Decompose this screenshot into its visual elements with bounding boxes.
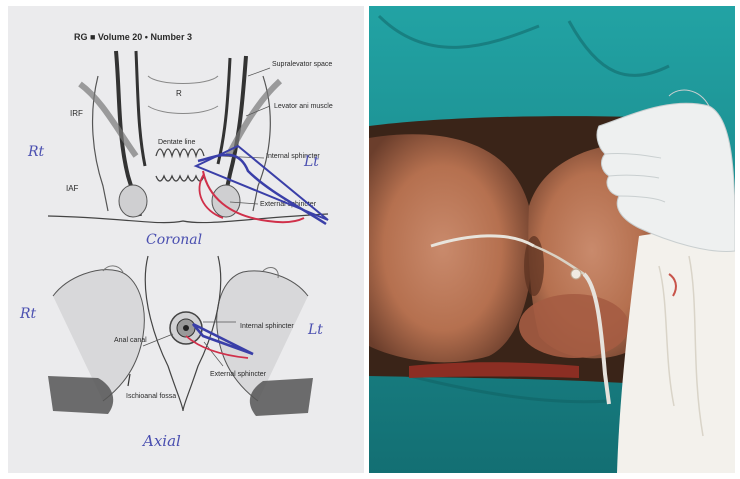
handwriting-rt-top: Rt xyxy=(27,144,45,160)
label-ischioanal-fossa: Ischioanal fossa xyxy=(126,393,176,400)
label-axial-external-sphincter: External sphincter xyxy=(210,371,267,378)
label-anal-canal: Anal canal xyxy=(114,337,147,344)
label-axial-internal-sphincter: Internal sphincter xyxy=(240,323,294,330)
annotated-diagram-photo: RG ■ Volume 20 • Number 3 xyxy=(8,6,364,473)
label-levator-ani: Levator ani muscle xyxy=(274,103,333,110)
label-irf: IRF xyxy=(70,109,83,118)
handwriting-lt-top: Lt xyxy=(303,154,319,170)
surgical-photo xyxy=(369,6,735,473)
label-rectum: R xyxy=(176,89,182,98)
handwriting-lt-bottom: Lt xyxy=(307,322,323,338)
handwriting-coronal: Coronal xyxy=(146,232,202,248)
diagram-sheet: RG ■ Volume 20 • Number 3 xyxy=(8,6,364,473)
label-dentate-line: Dentate line xyxy=(158,139,195,146)
handwriting-axial: Axial xyxy=(141,432,181,450)
handwriting-rt-bottom: Rt xyxy=(19,306,37,322)
journal-header: RG ■ Volume 20 • Number 3 xyxy=(74,32,192,42)
label-supralevator: Supralevator space xyxy=(272,61,332,68)
surgical-scene xyxy=(369,6,735,473)
label-iaf: IAF xyxy=(66,184,79,193)
